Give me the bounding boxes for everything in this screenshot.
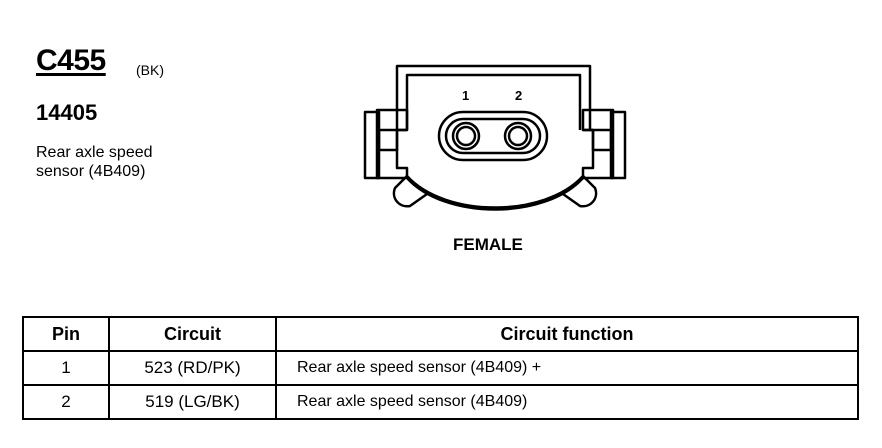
pin-1-socket [451,121,481,151]
pin-label-2: 2 [515,88,522,103]
connector-id: C455 [36,44,106,77]
socket-housing-inner [444,117,542,155]
view-label: FEMALE [453,235,523,254]
cell-circuit: 519 (LG/BK) [108,384,277,420]
pin-2-socket [503,121,533,151]
header-circuit-function: Circuit function [275,316,859,352]
right-lug [562,175,598,208]
connector-description: Rear axle speed sensor (4B409) [36,143,153,181]
pin-2-contact [507,125,529,147]
cell-function: Rear axle speed sensor (4B409) [275,384,859,420]
description-line-1: Rear axle speed [36,144,153,161]
table-header-row: Pin Circuit Circuit function [22,316,859,352]
connector-diagram: 1 2 FEMALE [363,64,627,254]
left-lug [392,175,428,208]
cell-function: Rear axle speed sensor (4B409) + [275,350,859,386]
right-lock [591,128,613,152]
pin-label-1: 1 [462,88,469,103]
description-line-2: sensor (4B409) [36,163,146,180]
connector-body [375,108,615,211]
cell-pin: 1 [22,350,110,386]
header-circuit: Circuit [108,316,277,352]
table-row: 2 519 (LG/BK) Rear axle speed sensor (4B… [22,384,859,420]
connector-color: (BK) [136,62,164,78]
pin-1-contact [455,125,477,147]
left-lock [377,128,399,152]
latch-frame-inner [405,73,582,130]
header-pin: Pin [22,316,110,352]
pin-table: Pin Circuit Circuit function 1 523 (RD/P… [22,316,859,420]
cell-pin: 2 [22,384,110,420]
table-row: 1 523 (RD/PK) Rear axle speed sensor (4B… [22,350,859,386]
latch-frame [395,64,592,130]
part-number: 14405 [36,100,98,125]
cell-circuit: 523 (RD/PK) [108,350,277,386]
socket-housing-outer [437,110,549,162]
